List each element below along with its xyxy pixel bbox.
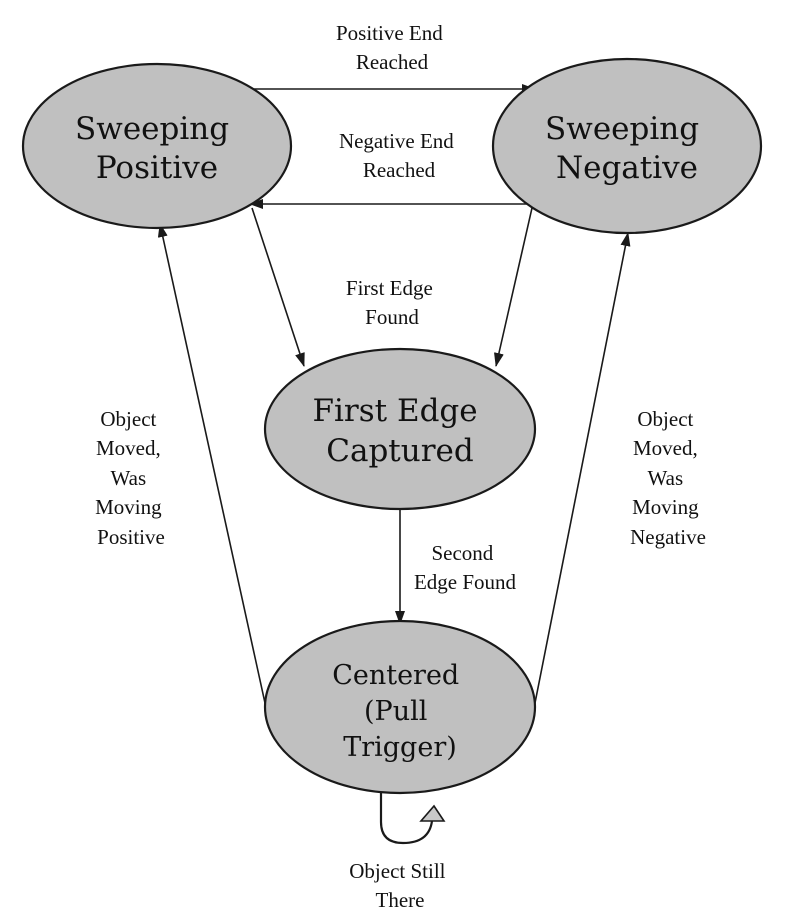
edge-object-moved-positive (157, 223, 266, 704)
label-line: Found (365, 305, 419, 329)
label-line: Second (431, 541, 493, 565)
label-positive-end-reached: Positive End Reached (336, 21, 448, 74)
label-line: Negative (630, 525, 706, 549)
edge-first-edge-found-from-positive (251, 207, 305, 367)
state-label-line: Positive (96, 150, 218, 186)
svg-text:Sweeping Negative: Sweeping Negative (545, 111, 709, 186)
edge-object-still-there-loop (379, 793, 434, 845)
label-negative-end-reached: Negative End Reached (339, 129, 459, 182)
state-sweeping-negative: Sweeping Negative (491, 57, 763, 235)
label-line: Object Still (349, 859, 445, 883)
label-line: Reached (363, 158, 436, 182)
state-label-line: Captured (326, 433, 473, 469)
state-first-edge-captured: First Edge Captured (263, 347, 537, 511)
state-label-line: First Edge (313, 393, 478, 429)
label-object-moved-negative: Object Moved, Was Moving Negative (630, 407, 706, 549)
label-object-still-there: Object Still There (349, 859, 451, 912)
loop-arrow-head (419, 804, 446, 822)
state-sweeping-positive: Sweeping Positive (21, 62, 293, 230)
label-object-moved-positive: Object Moved, Was Moving Positive (95, 407, 167, 549)
label-line: Positive End (336, 21, 443, 45)
state-label-line: Sweeping (75, 111, 229, 147)
label-line: Edge Found (414, 570, 517, 594)
label-line: Negative End (339, 129, 454, 153)
label-line: Object (100, 407, 156, 431)
state-label-line: Sweeping (545, 111, 699, 147)
label-line: First Edge (346, 276, 433, 300)
state-label-line: Trigger) (343, 732, 457, 763)
state-centered: Centered (Pull Trigger) (263, 619, 537, 795)
edges (157, 84, 631, 845)
label-line: Moved, (633, 436, 698, 460)
state-label-line: Negative (556, 150, 698, 186)
label-first-edge-found: First Edge Found (346, 276, 438, 329)
label-line: Moving (95, 495, 162, 519)
label-second-edge-found: Second Edge Found (414, 541, 517, 594)
label-line: Object (637, 407, 693, 431)
label-line: Was (111, 466, 147, 490)
state-label-line: (Pull (364, 696, 427, 727)
label-line: Was (648, 466, 684, 490)
state-label-line: Centered (332, 660, 459, 691)
svg-text:Centered (Pull Tri: Centered (Pull Trigger) (332, 660, 468, 763)
label-line: Reached (356, 50, 429, 74)
label-line: There (376, 888, 425, 912)
svg-text:First Edge Captured: First Edge Captured (313, 393, 488, 469)
label-line: Positive (97, 525, 165, 549)
label-line: Moving (632, 495, 699, 519)
edge-first-edge-found-from-negative (494, 207, 533, 367)
svg-text:Sweeping Positive: Sweeping Positive (75, 111, 239, 186)
label-line: Moved, (96, 436, 161, 460)
edge-object-moved-negative (534, 232, 631, 704)
